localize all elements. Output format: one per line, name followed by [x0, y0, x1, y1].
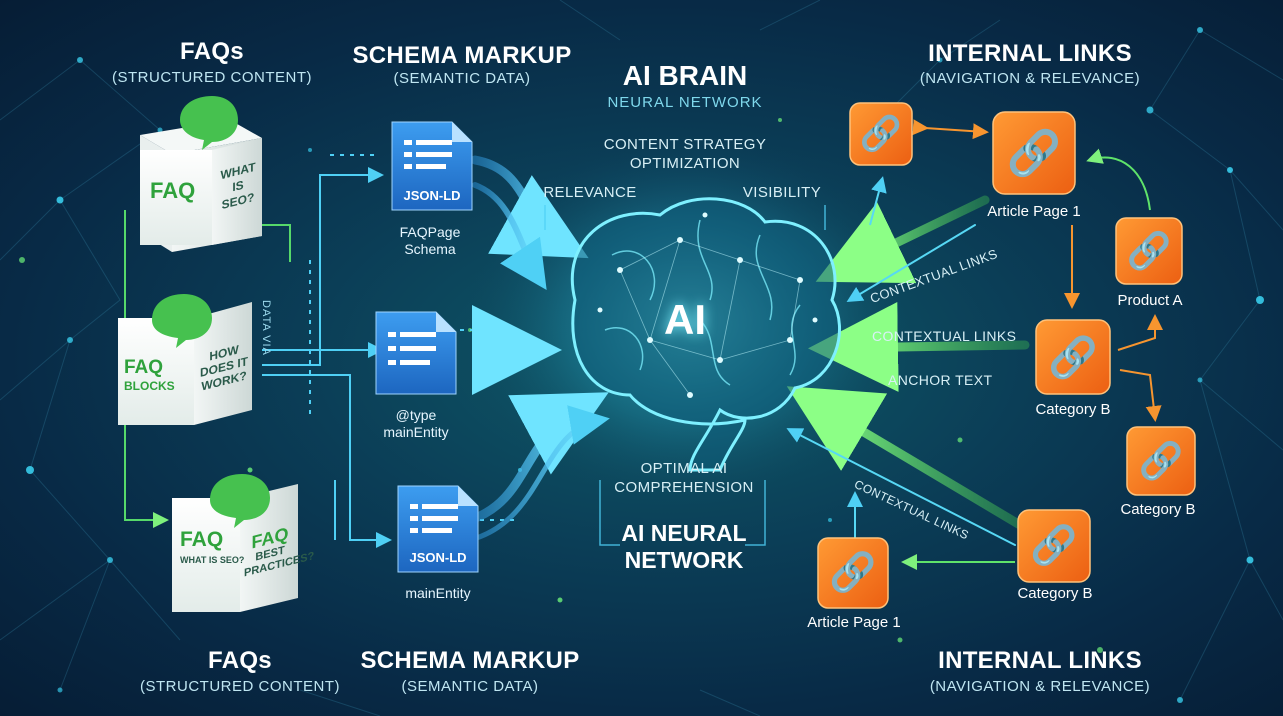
link-node-category-mid[interactable]: 🔗	[1036, 320, 1110, 394]
schema-doc-1-label-line1: FAQPage	[399, 224, 461, 240]
link-node-category-bottom[interactable]: 🔗	[1018, 510, 1090, 582]
faq-cube-1	[140, 96, 262, 252]
category-bottom-label: Category B	[1017, 585, 1093, 602]
schema-doc-3-label[interactable]: mainEntity	[405, 585, 471, 601]
schema-doc-3-badge: JSON-LD	[409, 550, 467, 565]
links-to-brain-arrows	[786, 195, 1030, 546]
faq-cube-2-front-line2: BLOCKS	[124, 379, 175, 393]
schema-to-brain-arrows	[460, 155, 610, 543]
schema-bottom-subtitle: (SEMANTIC DATA)	[401, 678, 539, 695]
schema-doc-3	[397, 485, 479, 573]
visibility-label: VISIBILITY	[742, 184, 822, 201]
schema-doc-1-label-line2: Schema	[404, 241, 456, 257]
chain-link-icon: 🔗	[1006, 129, 1062, 178]
brain-graphic	[570, 197, 841, 472]
schema-doc-2	[375, 311, 457, 395]
faqs-top-subtitle: (STRUCTURED CONTENT)	[112, 69, 312, 86]
faqs-bottom-title: FAQs	[208, 647, 272, 674]
strategy-label-line1: CONTENT STRATEGY	[603, 136, 767, 153]
link-connectors-orange	[912, 119, 1163, 422]
faq-cube-3-front[interactable]: FAQ WHAT IS SEO?	[180, 528, 245, 570]
link-node-product-a[interactable]: 🔗	[1116, 218, 1182, 284]
relevance-label: RELEVANCE	[543, 184, 637, 201]
comprehension-label-line1: OPTIMAL AI	[640, 460, 728, 477]
brain-core-label: AI	[664, 296, 706, 343]
link-node-category-right[interactable]: 🔗	[1127, 427, 1195, 495]
comprehension-label-line2: COMPREHENSION	[614, 479, 754, 496]
article-bottom-label: Article Page 1	[807, 614, 901, 631]
schema-top-subtitle: (SEMANTIC DATA)	[393, 70, 531, 87]
faq-to-schema-connectors	[262, 167, 392, 548]
links-top-subtitle: (NAVIGATION & RELEVANCE)	[919, 70, 1141, 87]
background-green-dots	[19, 118, 1103, 653]
article-top-label: Article Page 1	[987, 203, 1081, 220]
schema-doc-2-label[interactable]: @type mainEntity	[383, 407, 448, 441]
faq-cube-2-front-line1: FAQ	[124, 357, 164, 378]
neural-network-line1: AI NEURAL	[621, 520, 747, 546]
faq-cube-3-front-line2: WHAT IS SEO?	[180, 555, 245, 565]
link-connectors-cyan	[847, 176, 887, 545]
links-bottom-title: INTERNAL LINKS	[938, 647, 1142, 674]
neural-network-label: AI NEURAL NETWORK	[621, 520, 746, 574]
neural-network-line2: NETWORK	[624, 547, 744, 573]
strategy-label-line2: OPTIMIZATION	[629, 155, 741, 172]
schema-doc-2-label-line1: @type	[395, 407, 437, 423]
schema-doc-1-badge: JSON-LD	[403, 188, 461, 203]
category-mid-label: Category B	[1035, 401, 1111, 418]
schema-doc-2-label-line2: mainEntity	[383, 424, 449, 440]
chain-link-icon: 🔗	[1048, 335, 1098, 380]
faq-cube-2	[118, 294, 252, 425]
schema-bottom-title: SCHEMA MARKUP	[360, 647, 580, 674]
schema-doc-1	[391, 121, 473, 211]
product-a-label: Product A	[1117, 292, 1183, 309]
contextual-links-label-2: CONTEXTUAL LINKS	[872, 328, 1017, 344]
link-node-article-bottom[interactable]: 🔗	[818, 538, 888, 608]
schema-top-title: SCHEMA MARKUP	[352, 42, 572, 69]
chain-link-icon: 🔗	[1126, 230, 1172, 271]
brain-subtitle: NEURAL NETWORK	[607, 94, 763, 111]
faqs-bottom-subtitle: (STRUCTURED CONTENT)	[140, 678, 340, 695]
faq-flow-label: DATA VIA	[260, 300, 272, 356]
link-node-top-left[interactable]: 🔗	[850, 103, 912, 165]
link-node-shapes	[817, 102, 1196, 609]
links-top-title: INTERNAL LINKS	[928, 40, 1132, 67]
chain-link-icon: 🔗	[859, 115, 903, 153]
faq-cube-2-front[interactable]: FAQ BLOCKS	[124, 358, 175, 396]
faqs-top-title: FAQs	[180, 38, 244, 65]
faq-cube-1-front[interactable]: FAQ	[150, 178, 196, 203]
faq-cube-3	[172, 474, 298, 612]
link-node-article-top[interactable]: 🔗	[993, 112, 1075, 194]
links-bottom-subtitle: (NAVIGATION & RELEVANCE)	[929, 678, 1151, 695]
anchor-text-label: ANCHOR TEXT	[888, 372, 993, 388]
chain-link-icon: 🔗	[1030, 525, 1078, 567]
chain-link-icon: 🔗	[1138, 440, 1184, 481]
faq-cube-3-front-line1: FAQ	[180, 528, 224, 551]
schema-doc-1-label[interactable]: FAQPage Schema	[400, 224, 461, 258]
chain-link-icon: 🔗	[829, 552, 877, 594]
brain-title: AI BRAIN	[622, 60, 748, 91]
category-right-label: Category B	[1120, 501, 1196, 518]
